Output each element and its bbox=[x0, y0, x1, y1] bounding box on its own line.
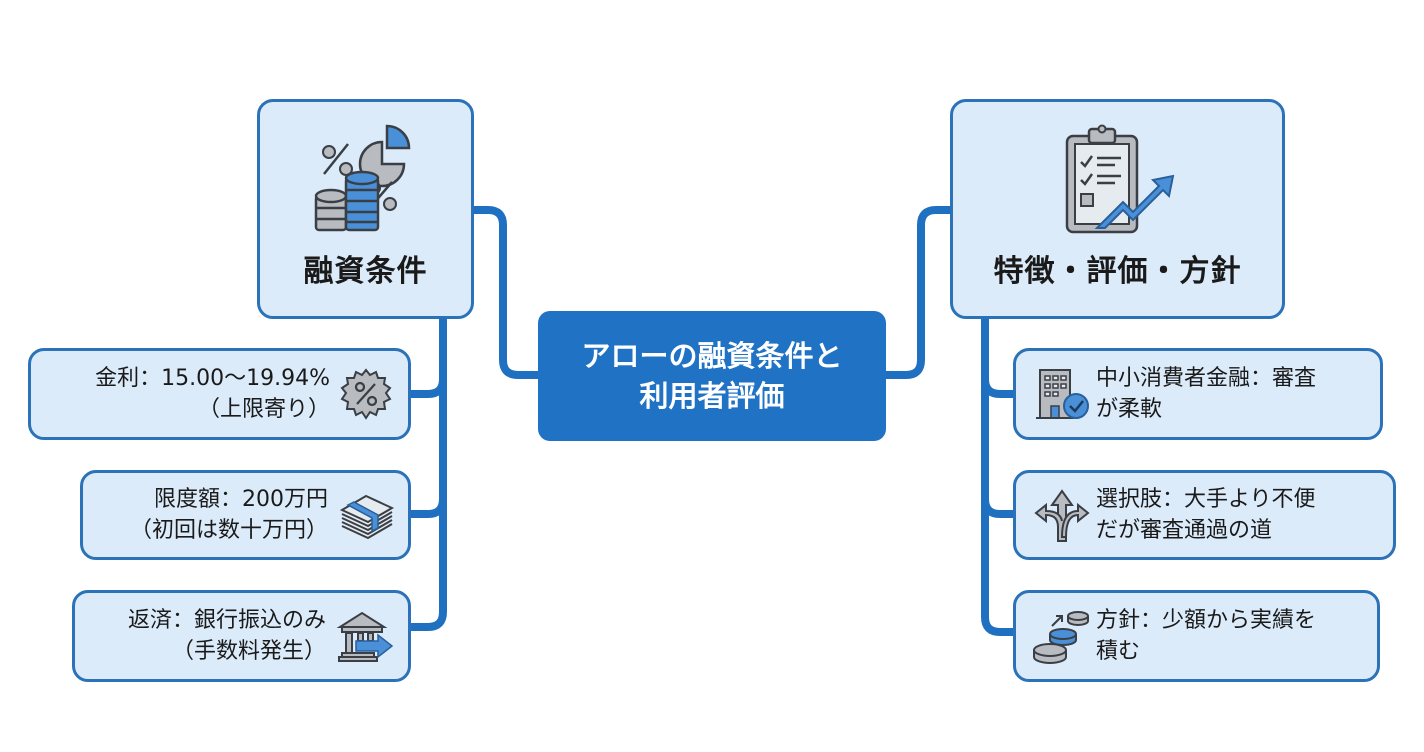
leaf-repayment: 返済：銀行振込のみ （手数料発生） bbox=[72, 590, 411, 682]
leaf-interest-rate: 金利：15.00〜19.94% （上限寄り） bbox=[28, 348, 411, 440]
percent-badge-icon bbox=[340, 368, 392, 420]
category-box-loan-terms: 融資条件 bbox=[257, 99, 474, 319]
category-title-loan-terms: 融資条件 bbox=[303, 254, 428, 289]
leaf-credit-limit-line1: 限度額：200万円 bbox=[154, 487, 328, 512]
cash-stack-icon bbox=[339, 494, 394, 540]
leaf-option: 選択肢：大手より不便 だが審査通過の道 bbox=[1013, 470, 1396, 560]
leaf-option-line2: だが審査通過の道 bbox=[1096, 518, 1273, 543]
leaf-repayment-line1: 返済：銀行振込のみ bbox=[127, 608, 326, 633]
leaf-credit-limit: 限度額：200万円 （初回は数十万円） bbox=[80, 470, 411, 560]
leaf-policy: 方針：少額から実績を 積む bbox=[1013, 590, 1380, 682]
coins-percent-pie-icon bbox=[314, 124, 411, 232]
leaf-policy-line2: 積む bbox=[1096, 639, 1141, 664]
connector-right-item2 bbox=[981, 495, 1018, 518]
leaf-small-lender: 中小消費者金融：審査 が柔軟 bbox=[1013, 348, 1383, 440]
central-topic-line2: 利用者評価 bbox=[639, 379, 785, 413]
split-arrows-icon bbox=[1034, 489, 1090, 542]
leaf-interest-rate-line1: 金利：15.00〜19.94% bbox=[95, 366, 330, 391]
leaf-credit-limit-line2: （初回は数十万円） bbox=[129, 518, 328, 543]
category-title-features: 特徴・評価・方針 bbox=[993, 254, 1242, 289]
connector-right-item1 bbox=[981, 375, 1018, 398]
connector-left-spine bbox=[406, 314, 447, 631]
connector-left-center bbox=[470, 206, 544, 379]
coin-steps-icon bbox=[1033, 611, 1089, 664]
leaf-small-lender-line2: が柔軟 bbox=[1096, 397, 1163, 422]
connector-left-item1 bbox=[406, 375, 447, 398]
clipboard-growth-icon bbox=[1065, 124, 1175, 234]
category-box-features: 特徴・評価・方針 bbox=[950, 99, 1285, 319]
leaf-option-line1: 選択肢：大手より不便 bbox=[1096, 487, 1316, 512]
connector-right-center bbox=[882, 206, 954, 379]
central-topic-line1: アローの融資条件と bbox=[581, 339, 843, 373]
central-topic: アローの融資条件と 利用者評価 bbox=[538, 311, 886, 441]
leaf-small-lender-line1: 中小消費者金融：審査 bbox=[1096, 366, 1317, 391]
connector-left-item2 bbox=[406, 495, 447, 518]
leaf-policy-line1: 方針：少額から実績を bbox=[1096, 608, 1317, 633]
building-check-icon bbox=[1036, 369, 1089, 419]
connector-right-spine bbox=[981, 314, 1018, 636]
leaf-interest-rate-line2: （上限寄り） bbox=[197, 397, 330, 422]
bank-transfer-icon bbox=[336, 611, 394, 662]
leaf-repayment-line2: （手数料発生） bbox=[171, 639, 326, 664]
